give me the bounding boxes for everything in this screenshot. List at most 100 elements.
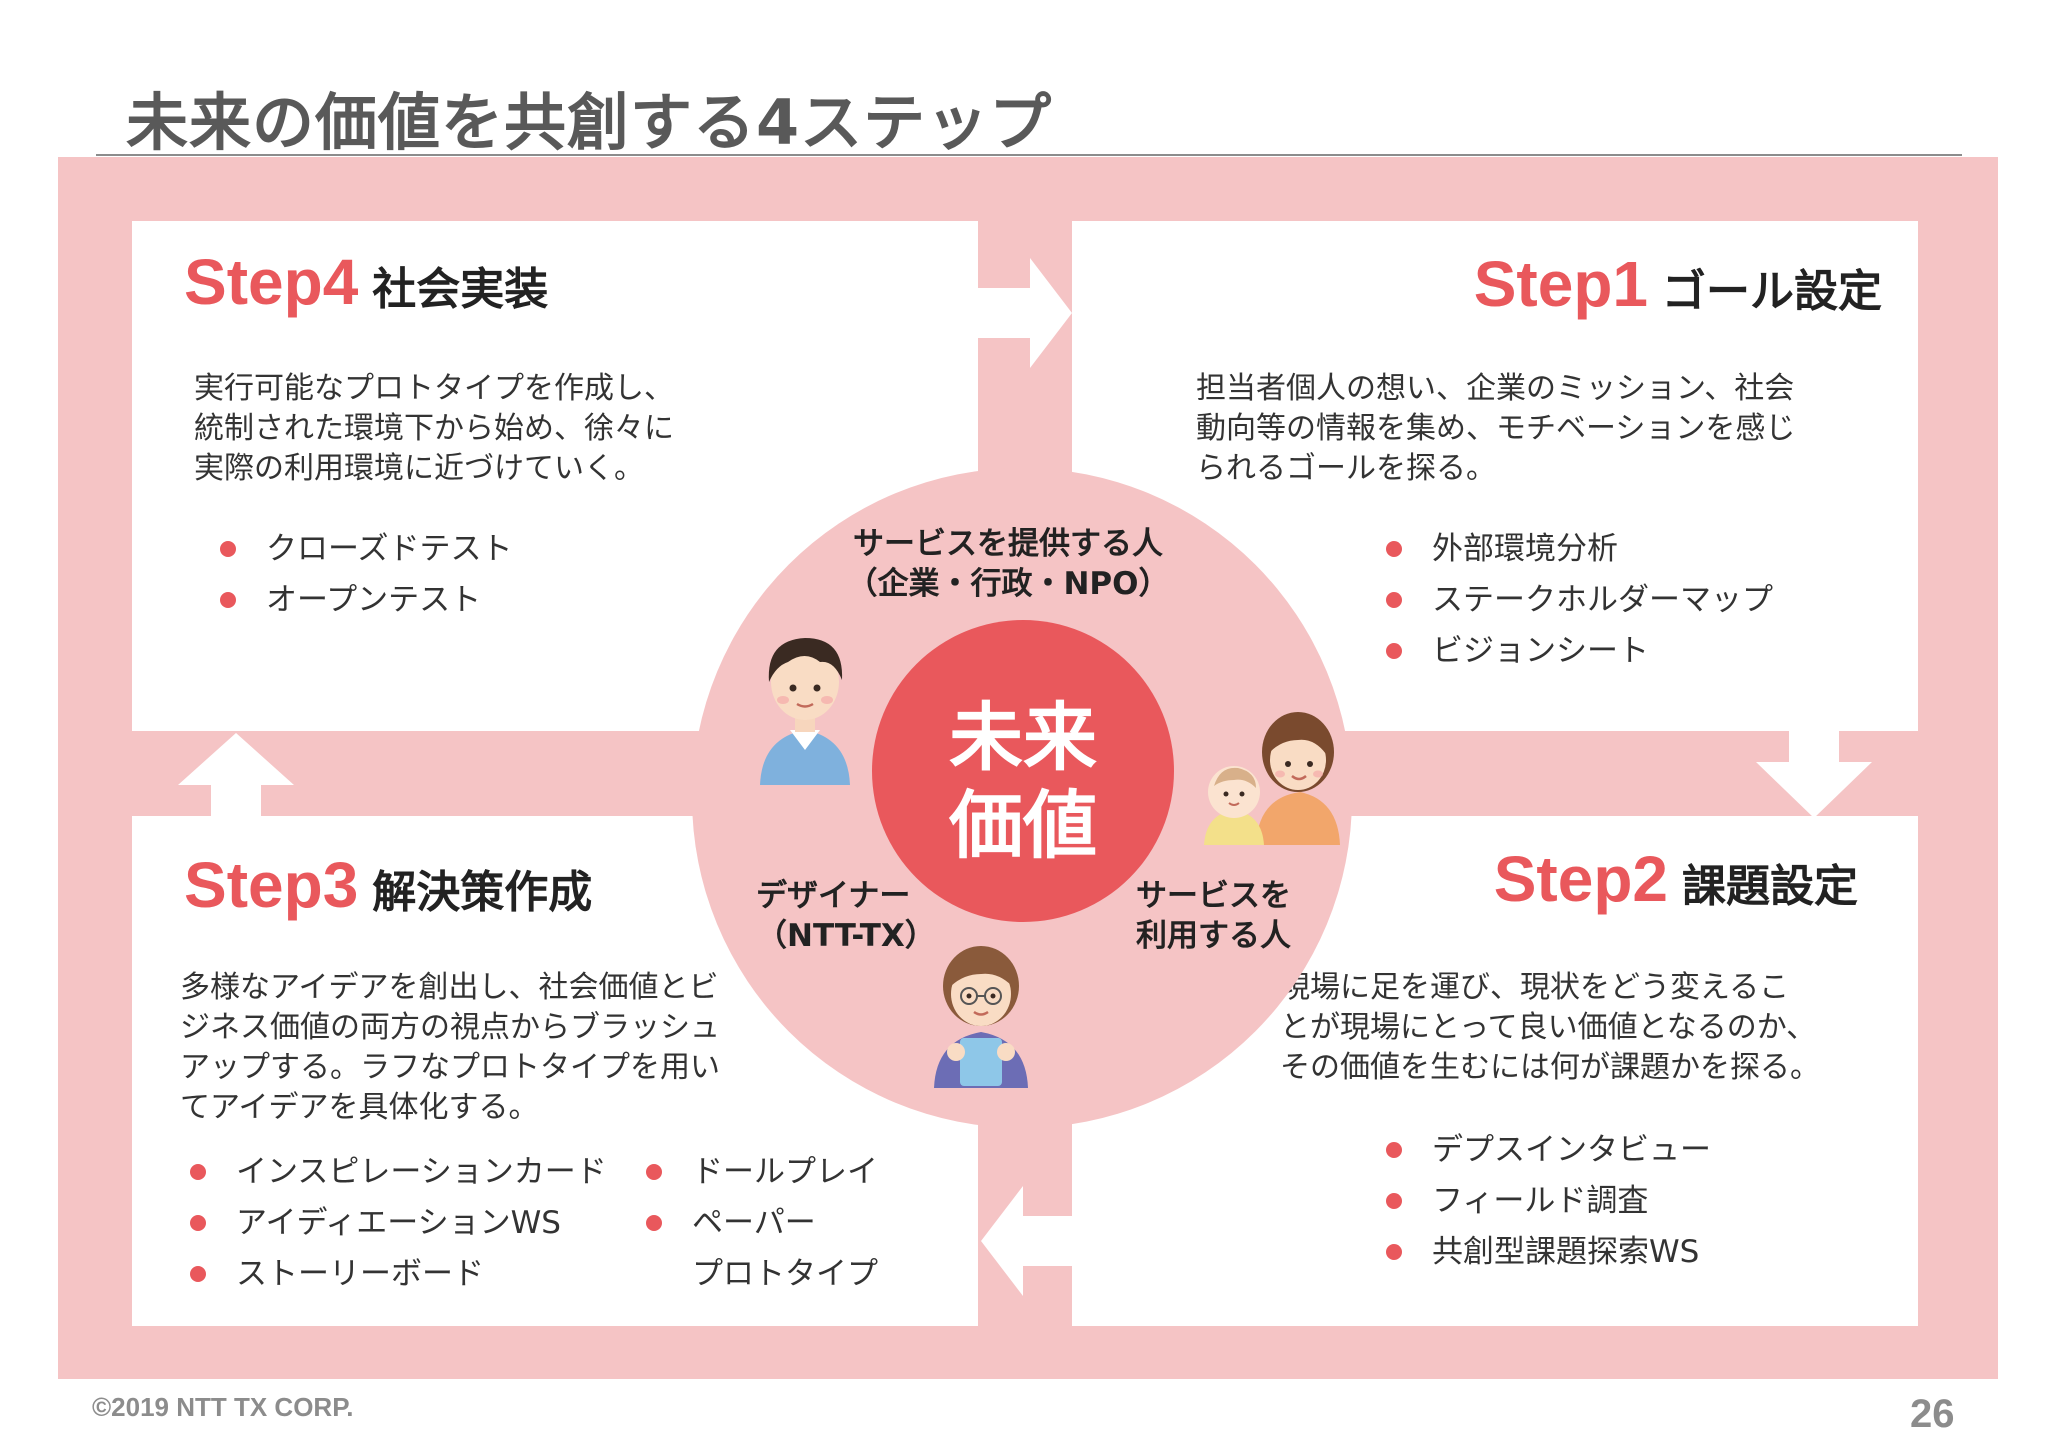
list-item-label: ストーリーボード [236,1256,484,1292]
bullet-icon [1386,643,1402,659]
page-number: 26 [1910,1392,1955,1436]
list-item: フィールド調査 [1386,1181,1711,1232]
bullet-icon [1386,592,1402,608]
list-item-continuation: プロトタイプ [646,1254,878,1305]
description-line: 担当者個人の想い、企業のミッション、社会 [1196,371,1795,406]
provider-label: サービスを提供する人 （企業・行政・NPO） [828,524,1188,604]
list-item: ステークホルダーマップ [1386,580,1773,631]
step2-description: 現場に足を運び、現状をどう変えるこ とが現場にとって良い価値となるのか、 その価… [1280,968,1820,1088]
step4-description: 実行可能なプロトタイプを作成し、 統制された環境下から始め、徐々に 実際の利用環… [194,369,674,489]
list-item: 外部環境分析 [1386,529,1773,580]
step2-heading: Step2 課題設定 [1494,842,1858,916]
description-line: 現場に足を運び、現状をどう変えるこ [1280,970,1790,1005]
designer-woman-icon [934,946,1028,1088]
future-value-line2: 価値 [949,783,1097,869]
bullet-icon [646,1164,662,1180]
step1-method-list: 外部環境分析 ステークホルダーマップ ビジョンシート [1386,529,1773,682]
step2-panel: Step2 課題設定 現場に足を運び、現状をどう変えるこ とが現場にとって良い価値… [1072,816,1918,1326]
bullet-icon [646,1215,662,1231]
description-line: 多様なアイデアを創出し、社会価値とビ [180,970,719,1005]
list-item-label: オープンテスト [266,582,482,618]
bullet-icon [1386,1193,1402,1209]
list-item: クローズドテスト [220,529,512,580]
step4-label: Step4 [184,246,359,318]
arrow-right-icon [975,258,1072,368]
copyright-footer: ©2019 NTT TX CORP. [92,1392,354,1422]
list-item: デプスインタビュー [1386,1130,1711,1181]
user-label: サービスを 利用する人 [1136,876,1291,956]
step4-panel: Step4 社会実装 実行可能なプロトタイプを作成し、 統制された環境下から始め、… [132,221,978,731]
bullet-icon [1386,1244,1402,1260]
list-item-label: ビジョンシート [1432,633,1649,669]
arrow-down-icon [1756,728,1872,818]
step1-heading: Step1 ゴール設定 [1474,247,1882,321]
list-item-label: ステークホルダーマップ [1432,582,1773,618]
description-line: アップする。ラフなプロトタイプを用い [180,1050,720,1085]
list-item: オープンテスト [220,580,512,631]
list-item: ビジョンシート [1386,631,1773,682]
step3-name: 解決策作成 [372,867,593,918]
step4-heading: Step4 社会実装 [184,245,548,319]
list-item: ペーパー [646,1203,878,1254]
list-item: ストーリーボード [190,1254,607,1305]
step2-method-list: デプスインタビュー フィールド調査 共創型課題探索WS [1386,1130,1711,1283]
step1-description: 担当者個人の想い、企業のミッション、社会 動向等の情報を集め、モチベーションを感… [1196,369,1795,489]
step1-name: ゴール設定 [1662,266,1882,317]
description-line: とが現場にとって良い価値となるのか、 [1280,1010,1817,1045]
provider-label-line1: サービスを提供する人 [853,526,1163,562]
list-item-label: デプスインタビュー [1432,1132,1711,1168]
list-item-label: ドールプレイ [692,1154,878,1190]
designer-label: デザイナー （NTT-TX） [756,876,936,956]
description-line: 動向等の情報を集め、モチベーションを感じ [1196,411,1796,446]
bullet-icon [220,541,236,557]
list-item-label: インスピレーションカード [236,1154,607,1190]
list-item-label: プロトタイプ [692,1256,878,1292]
step3-label: Step3 [184,849,359,921]
future-value-circle: 未来 価値 [872,620,1174,922]
arrow-up-icon [178,733,294,819]
designer-label-line2: （NTT-TX） [756,918,936,954]
description-line: 統制された環境下から始め、徐々に [194,411,674,446]
list-item-label: フィールド調査 [1432,1183,1649,1219]
slide-title: 未来の価値を共創する4ステップ [126,86,1053,159]
future-value-line1: 未来 [949,695,1097,781]
step3-description: 多様なアイデアを創出し、社会価値とビ ジネス価値の両方の視点からブラッシュ アッ… [180,968,720,1128]
bullet-icon [1386,1142,1402,1158]
step3-heading: Step3 解決策作成 [184,848,592,922]
title-divider [96,154,1962,156]
user-label-line2: 利用する人 [1136,918,1291,954]
list-item: アイディエーションWS [190,1203,607,1254]
arrow-left-icon [981,1186,1078,1296]
step4-name: 社会実装 [372,264,549,315]
description-line: られるゴールを探る。 [1196,451,1496,486]
user-label-line1: サービスを [1136,878,1291,914]
bullet-icon [190,1266,206,1282]
list-item: 共創型課題探索WS [1386,1232,1711,1283]
list-item-label: ペーパー [692,1205,816,1241]
step3-method-list-right: ドールプレイ ペーパー プロトタイプ [646,1152,878,1305]
list-item-label: アイディエーションWS [236,1205,561,1241]
provider-man-icon [760,638,850,785]
step4-method-list: クローズドテスト オープンテスト [220,529,512,631]
description-line: その価値を生むには何が課題かを探る。 [1280,1050,1820,1085]
step1-label: Step1 [1473,248,1648,320]
designer-label-line1: デザイナー [756,878,911,914]
bullet-icon [190,1164,206,1180]
description-line: てアイデアを具体化する。 [180,1090,539,1125]
bullet-icon [190,1215,206,1231]
bullet-icon [220,592,236,608]
list-item: インスピレーションカード [190,1152,607,1203]
description-line: ジネス価値の両方の視点からブラッシュ [180,1010,720,1045]
bullet-icon [1386,541,1402,557]
step2-label: Step2 [1493,843,1668,915]
step3-method-list-left: インスピレーションカード アイディエーションWS ストーリーボード [190,1152,607,1305]
provider-label-line2: （企業・行政・NPO） [846,566,1170,602]
description-line: 実行可能なプロトタイプを作成し、 [194,371,674,406]
list-item-label: 共創型課題探索WS [1432,1234,1700,1270]
user-mother-child-icon [1204,712,1340,845]
list-item: ドールプレイ [646,1152,878,1203]
step2-name: 課題設定 [1682,861,1858,912]
list-item-label: 外部環境分析 [1432,531,1618,567]
list-item-label: クローズドテスト [266,531,513,567]
description-line: 実際の利用環境に近づけていく。 [194,451,644,486]
